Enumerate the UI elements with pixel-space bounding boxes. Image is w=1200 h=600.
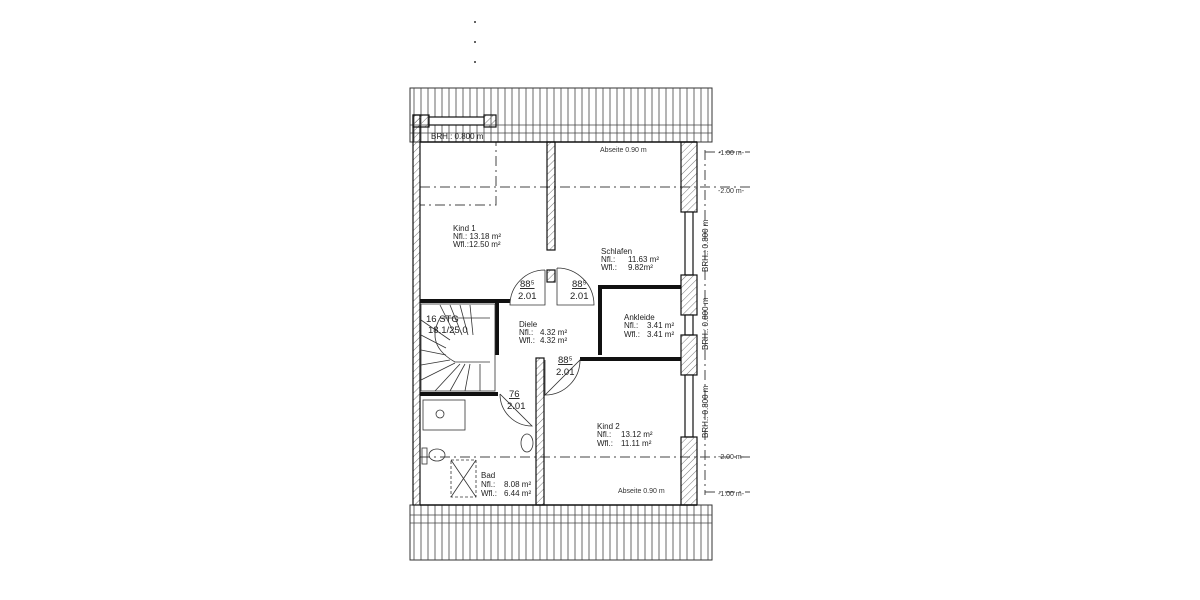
shower-tray [422,399,466,431]
room-schlafen: Schlafen Nfl.: 11.63 m² Wfl.: 9.82m² [601,247,659,272]
door-kind1 [509,269,546,306]
level-label: -2.00 m- [718,188,745,195]
marker-dots [474,21,476,63]
svg-text:8.08 m²: 8.08 m² [504,480,531,489]
abseite-top: Abseite 0.90 m [600,147,647,154]
svg-text:Nfl.:: Nfl.: [519,328,533,337]
svg-text:Nfl.:: Nfl.: [597,430,611,439]
stairs-steps: 16 STG [426,314,459,325]
wall-right [680,141,698,213]
svg-text:Wfl.:12.50 m²: Wfl.:12.50 m² [453,240,501,249]
svg-text:Nfl.:: Nfl.: [601,255,615,264]
roof-bottom [409,504,713,561]
brh-right: BRH.: 0.800 m [701,297,710,350]
staircase[interactable]: 16 STG 18.1/25.0 [420,303,496,392]
svg-text:Wfl.:: Wfl.: [519,336,535,345]
brh-right: BRH.: 0.800 m [701,385,710,438]
room-kind1: Kind 1 Nfl.: 13.18 m² Wfl.:12.50 m² [453,224,501,249]
svg-text:3.41 m²: 3.41 m² [647,321,674,330]
room-bad: Bad Nfl.: 8.08 m² Wfl.: 6.44 m² [481,471,531,498]
svg-text:Diele: Diele [519,320,538,329]
sink-icon [520,433,534,453]
svg-text:11.63 m²: 11.63 m² [628,255,659,264]
level-label: -2.00 m- [718,454,745,461]
svg-text:Ankleide: Ankleide [624,313,655,322]
svg-text:Kind 2: Kind 2 [597,422,620,431]
svg-text:Wfl.:: Wfl.: [601,263,617,272]
door-height: 2.01 [518,291,537,302]
abseite-bottom: Abseite 0.90 m [618,488,665,495]
wall-kind1-schlafen [546,141,556,251]
svg-text:Schlafen: Schlafen [601,247,632,256]
brh-right: BRH.: 0.800 m [701,219,710,272]
roof-top [409,87,713,143]
door-width: 88⁵ [520,279,535,290]
svg-text:Wfl.:: Wfl.: [597,439,613,448]
door-height: 2.01 [570,291,589,302]
room-ankleide: Ankleide Nfl.: 3.41 m² Wfl.: 3.41 m² [624,313,674,339]
door-height: 2.01 [556,367,575,378]
svg-text:Kind 1: Kind 1 [453,224,476,233]
svg-text:4.32 m²: 4.32 m² [540,328,567,337]
room-kind2: Kind 2 Nfl.: 13.12 m² Wfl.: 11.11 m² [597,422,653,448]
stairs-ratio: 18.1/25.0 [428,325,468,336]
svg-text:Bad: Bad [481,471,495,480]
svg-text:Nfl.: 13.18 m²: Nfl.: 13.18 m² [453,232,501,241]
door-kind2 [544,359,581,396]
skylight [450,459,477,498]
svg-text:3.41 m²: 3.41 m² [647,330,674,339]
svg-text:Nfl.:: Nfl.: [481,480,495,489]
svg-text:Wfl.:: Wfl.: [624,330,640,339]
svg-text:4.32 m²: 4.32 m² [540,336,567,345]
door-bad [499,393,533,427]
svg-text:9.82m²: 9.82m² [628,263,653,272]
brh-top: BRH.: 0.800 m [431,132,484,141]
bathroom-fixtures [421,399,534,498]
svg-text:13.12 m²: 13.12 m² [621,430,653,439]
window-kind1 [428,116,485,126]
walls [412,114,698,506]
level-label: -1.00 m- [718,491,745,498]
svg-text:Nfl.:: Nfl.: [624,321,638,330]
door-width: 76 [509,389,520,400]
door-width: 88⁵ [572,279,587,290]
door-width: 88⁵ [558,355,573,366]
room-diele: Diele Nfl.: 4.32 m² Wfl.: 4.32 m² [519,320,567,345]
door-schlafen [556,267,595,306]
svg-text:6.44 m²: 6.44 m² [504,489,531,498]
svg-text:11.11 m²: 11.11 m² [621,439,652,448]
svg-text:Wfl.:: Wfl.: [481,489,497,498]
shower-icon [435,409,445,419]
door-height: 2.01 [507,401,526,412]
wall-kind2-bad [535,357,545,506]
level-label: -1.00 m- [718,150,745,157]
annotations: BRH.: 0.800 m Abseite 0.90 m Abseite 0.9… [431,132,745,498]
toilet-icon [428,448,446,462]
wall-left [412,114,421,506]
